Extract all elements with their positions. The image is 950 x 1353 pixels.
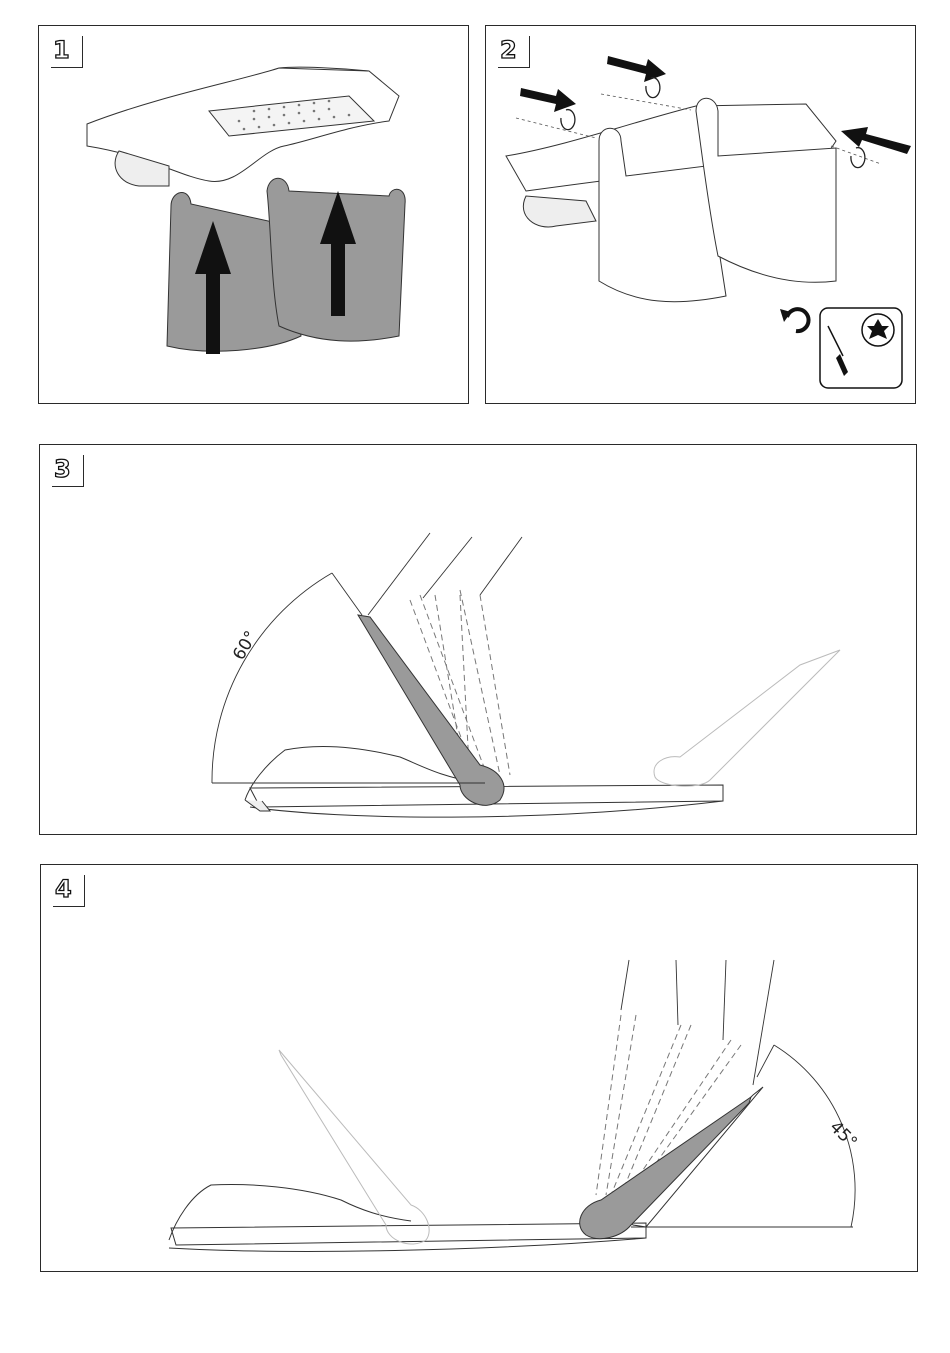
- angle-indicator: [631, 1045, 855, 1227]
- reflector-tilted: [580, 1087, 763, 1239]
- rotate-icon: [561, 110, 575, 130]
- step-4-panel: 4: [40, 864, 918, 1272]
- luminaire-side-view: [169, 1185, 646, 1252]
- step-1-panel: 1: [38, 25, 469, 404]
- angle-45-label: 45°: [825, 1117, 860, 1152]
- clockwise-rotate-icon: [780, 309, 809, 331]
- step-1-illustration: [39, 26, 470, 405]
- step-3-panel: 3: [39, 444, 917, 835]
- step-4-illustration: 45°: [41, 865, 919, 1273]
- step-2-illustration: [486, 26, 917, 405]
- leader-lines: [621, 960, 774, 1085]
- rotate-icon: [646, 78, 660, 98]
- left-arrow-icon: [841, 127, 911, 154]
- angle-60-label: 60°: [229, 628, 261, 664]
- reflector-rest-position: [654, 650, 840, 786]
- leader-lines: [368, 533, 522, 615]
- reflector-tilted: [358, 615, 504, 805]
- luminaire-body: [87, 67, 399, 186]
- rotate-icon: [851, 148, 865, 168]
- right-arrow-icon: [520, 88, 576, 112]
- torx-screwdriver-icon: [820, 308, 902, 388]
- right-arrow-icon: [607, 56, 666, 82]
- step-3-illustration: 60°: [40, 445, 918, 836]
- reflector-rest-position: [279, 1050, 429, 1244]
- step-2-panel: 2: [485, 25, 916, 404]
